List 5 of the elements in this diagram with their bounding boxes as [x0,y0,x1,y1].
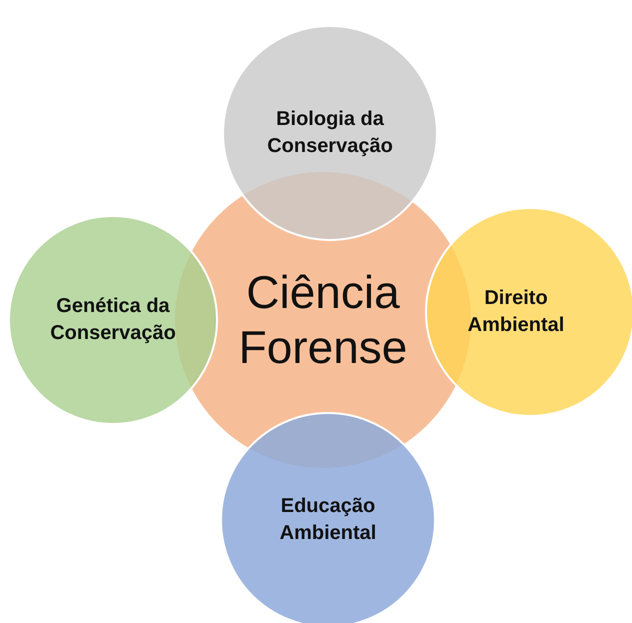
node-label: Genética da Conservação [49,294,177,346]
node-label: Ciência Forense [238,264,408,375]
node-label: Direito Ambiental [466,286,566,338]
node-label: Educação Ambiental [278,494,378,546]
node-label: Biologia da Conservação [266,107,394,159]
